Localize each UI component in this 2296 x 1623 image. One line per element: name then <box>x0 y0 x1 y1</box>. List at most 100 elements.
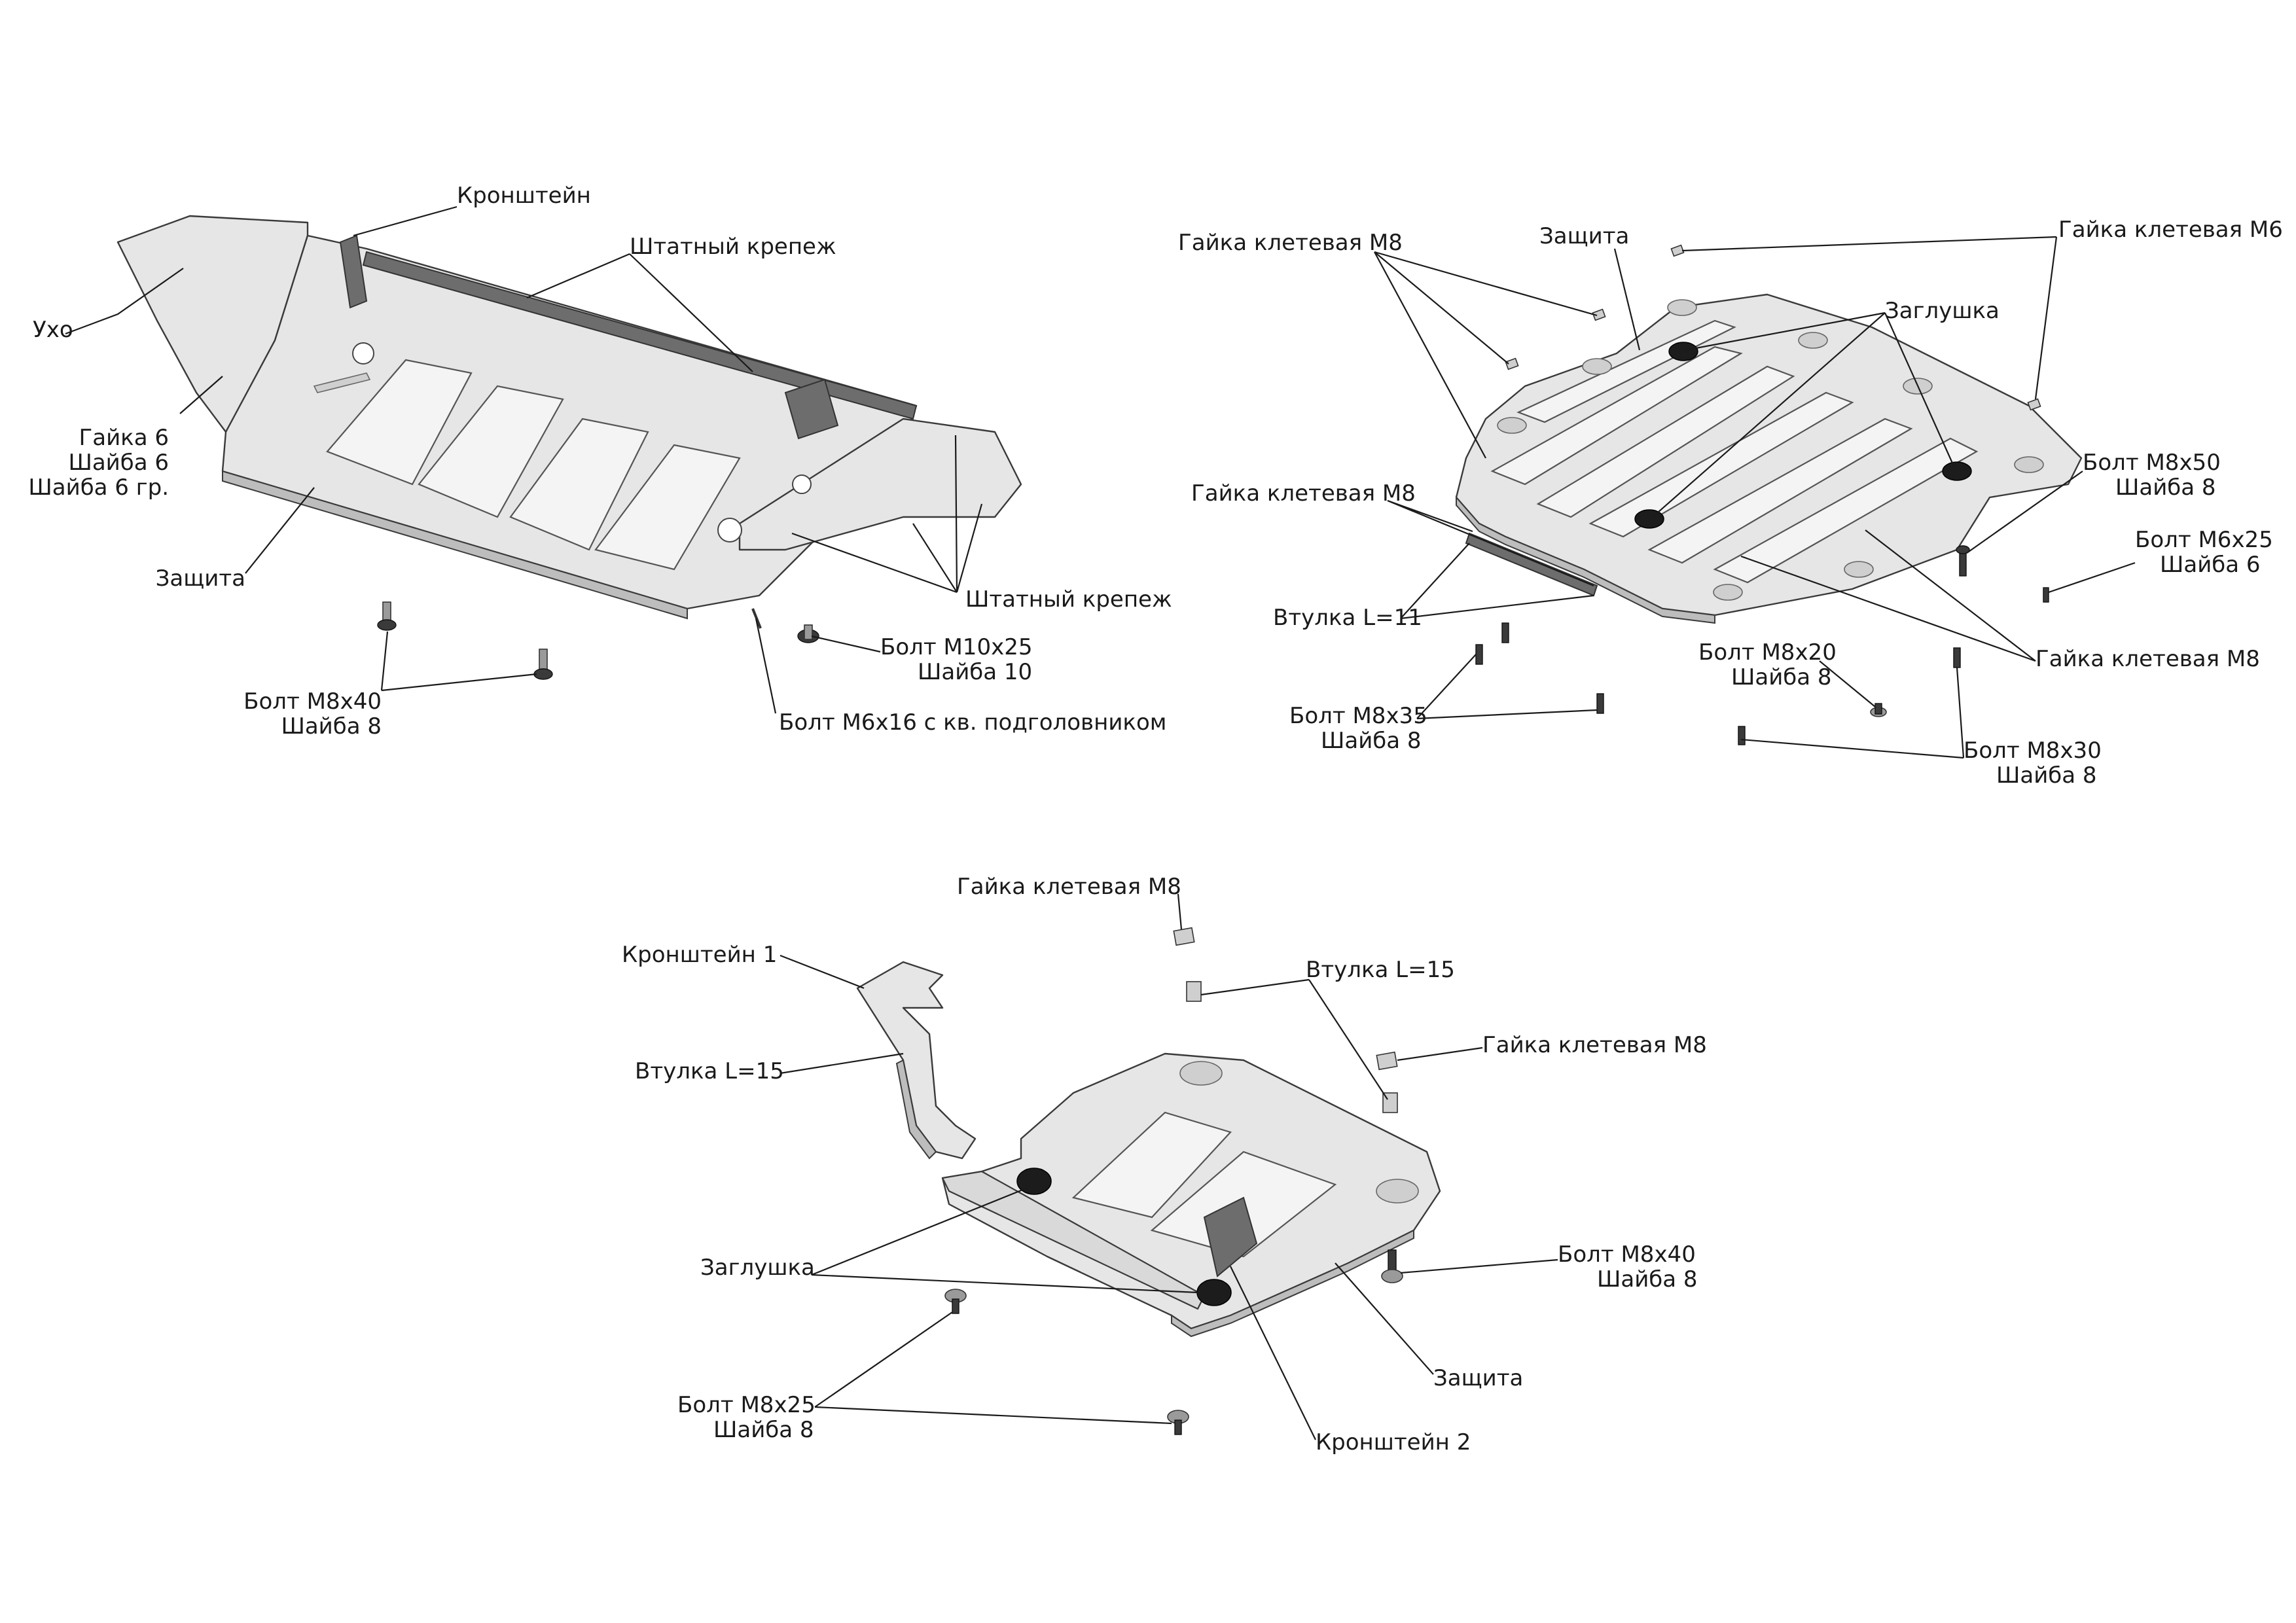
b-pocket-7 <box>1713 584 1743 601</box>
leader-b-m6x25 <box>2048 562 2136 594</box>
label-a-bolt-m8x40: Болт М8х40 <box>243 688 382 715</box>
b-rib-1 <box>1490 346 1743 486</box>
b-rib-3 <box>1588 391 1854 538</box>
label-b-shayba8-m8x50: Шайба 8 <box>2115 474 2216 501</box>
leader-c-m8x40 <box>1400 1258 1558 1274</box>
label-a-shayba10: Шайба 10 <box>918 659 1032 685</box>
leader-c-m8x25-1 <box>814 1311 953 1408</box>
a-hole-2 <box>352 342 374 365</box>
b-guard-edge <box>1456 495 1715 624</box>
b-bolt-m6x25 <box>2043 587 2049 603</box>
label-c-vtulka15-right: Втулка L=15 <box>1306 957 1455 983</box>
leader-b-m8x20 <box>1819 660 1876 707</box>
a-rear-rail <box>362 251 918 420</box>
b-rib-2 <box>1536 365 1795 518</box>
assembly-b <box>1455 244 2083 745</box>
leader-c-gayka-top <box>1177 893 1183 930</box>
a-bracket-part <box>339 234 368 309</box>
leader-a-shtatny-right-1 <box>791 532 958 594</box>
c-sleeve-top <box>1186 981 1202 1002</box>
b-cagenut-3 <box>1670 244 1685 257</box>
b-cagenut-4 <box>2027 398 2041 411</box>
label-b-shayba8-m8x35: Шайба 8 <box>1321 728 1422 754</box>
label-a-shayba8: Шайба 8 <box>281 713 382 740</box>
label-a-bolt-m10: Болт М10х25 <box>880 634 1032 660</box>
leader-c-zaglushka-1 <box>811 1186 1028 1276</box>
leader-b-gayka-m6-2 <box>2034 236 2058 400</box>
label-c-gayka-m8-right: Гайка клетевая М8 <box>1482 1032 1707 1058</box>
label-a-gayka6: Гайка 6 <box>79 425 169 451</box>
label-c-zashchita: Защита <box>1433 1365 1523 1391</box>
a-bolt-m8x40-2 <box>533 649 553 680</box>
leader-b-m8x30-1 <box>1740 738 1964 759</box>
leader-b-m8x35-1 <box>1416 654 1477 719</box>
label-b-gayka-m6: Гайка клетевая М6 <box>2058 217 2283 243</box>
b-plug-3 <box>1942 461 1972 481</box>
assembly-a <box>117 215 1022 680</box>
leader-b-vtulka-1 <box>1400 543 1470 619</box>
assembly-c-leaders <box>780 893 1558 1440</box>
label-c-shayba8-m8x25: Шайба 8 <box>713 1417 814 1443</box>
leader-b-vtulka-2 <box>1400 594 1594 620</box>
label-b-bolt-m8x20: Болт М8х20 <box>1698 639 1837 666</box>
label-b-bolt-m8x30: Болт М8х30 <box>1964 738 2102 764</box>
assembly-b-leaders <box>1374 236 2136 759</box>
leader-a-shtatny-top-1 <box>526 253 630 299</box>
label-c-zaglushka: Заглушка <box>700 1255 815 1281</box>
leader-a-shtatny-top-2 <box>629 253 753 372</box>
c-bolt-m8x25-1 <box>944 1289 967 1314</box>
leader-b-zashchita <box>1613 248 1641 351</box>
c-plug-2 <box>1196 1279 1232 1306</box>
leader-a-shtatny-right-4 <box>956 503 983 593</box>
label-b-bolt-m6x25: Болт М6х25 <box>2135 527 2273 553</box>
c-plug-1 <box>1016 1168 1052 1195</box>
leader-b-zaglushka-3 <box>1884 312 1955 467</box>
c-pocket-2 <box>1376 1179 1419 1204</box>
leader-c-zashchita <box>1335 1262 1434 1375</box>
b-bolt-m8x30-1 <box>1738 726 1746 745</box>
leader-b-m8x35-2 <box>1416 709 1598 720</box>
c-emboss-1 <box>1071 1111 1232 1219</box>
b-cagenut-2 <box>1505 357 1519 370</box>
b-pocket-8 <box>1844 561 1874 578</box>
leader-b-gayka-right-1 <box>1740 555 2036 662</box>
label-b-shayba8-m8x20: Шайба 8 <box>1731 664 1832 690</box>
a-emboss-1 <box>326 359 473 486</box>
leader-b-zaglushka-1 <box>1685 312 1886 351</box>
label-a-bolt-m6x16: Болт М6х16 с кв. подголовником <box>779 709 1166 736</box>
b-plug-1 <box>1668 342 1698 361</box>
leader-a-shtatny-right-2 <box>912 523 958 593</box>
a-emboss-4 <box>594 444 741 571</box>
label-b-gayka-m8-right: Гайка клетевая М8 <box>2036 646 2260 672</box>
a-hole-3 <box>792 474 812 494</box>
leader-c-vtulka15-right-1 <box>1200 978 1310 996</box>
label-a-shayba6: Шайба 6 <box>68 450 169 476</box>
leader-c-vtulka15-left <box>780 1052 904 1075</box>
b-bolt-m8x50 <box>1956 545 1970 577</box>
c-bolt-m8x40 <box>1381 1249 1403 1283</box>
label-c-bolt-m8x25: Болт М8х25 <box>677 1392 816 1418</box>
b-plug-2 <box>1634 509 1664 529</box>
label-b-bolt-m8x50: Болт М8х50 <box>2083 450 2221 476</box>
b-pocket-2 <box>1582 358 1612 375</box>
label-c-kronshtein2: Кронштейн 2 <box>1316 1429 1471 1455</box>
c-flange <box>941 1170 1206 1310</box>
leader-a-zashchita <box>245 487 315 574</box>
c-bracket2-part <box>1203 1196 1258 1277</box>
b-bolt-m8x35-2 <box>1501 622 1509 643</box>
label-c-gayka-m8-top: Гайка клетевая М8 <box>957 874 1181 900</box>
label-b-zashchita: Защита <box>1539 223 1629 249</box>
b-bolt-m8x35-1 <box>1475 644 1483 665</box>
c-guard-edge <box>1171 1229 1414 1338</box>
leader-a-gayka6 <box>179 376 223 414</box>
leader-b-gayka-right-2 <box>1865 529 2036 662</box>
b-bolt-m8x35-3 <box>1596 693 1604 714</box>
leader-c-kronshtein2 <box>1230 1266 1316 1440</box>
leader-b-gayka-mid-2 <box>1387 499 1594 587</box>
leader-b-gayka-top-2 <box>1374 251 1509 365</box>
c-pocket-1 <box>1179 1061 1223 1086</box>
label-a-shayba6gr: Шайба 6 гр. <box>28 474 169 501</box>
label-b-gayka-m8-top: Гайка клетевая М8 <box>1178 230 1403 256</box>
leader-a-kronshtein <box>353 205 457 237</box>
